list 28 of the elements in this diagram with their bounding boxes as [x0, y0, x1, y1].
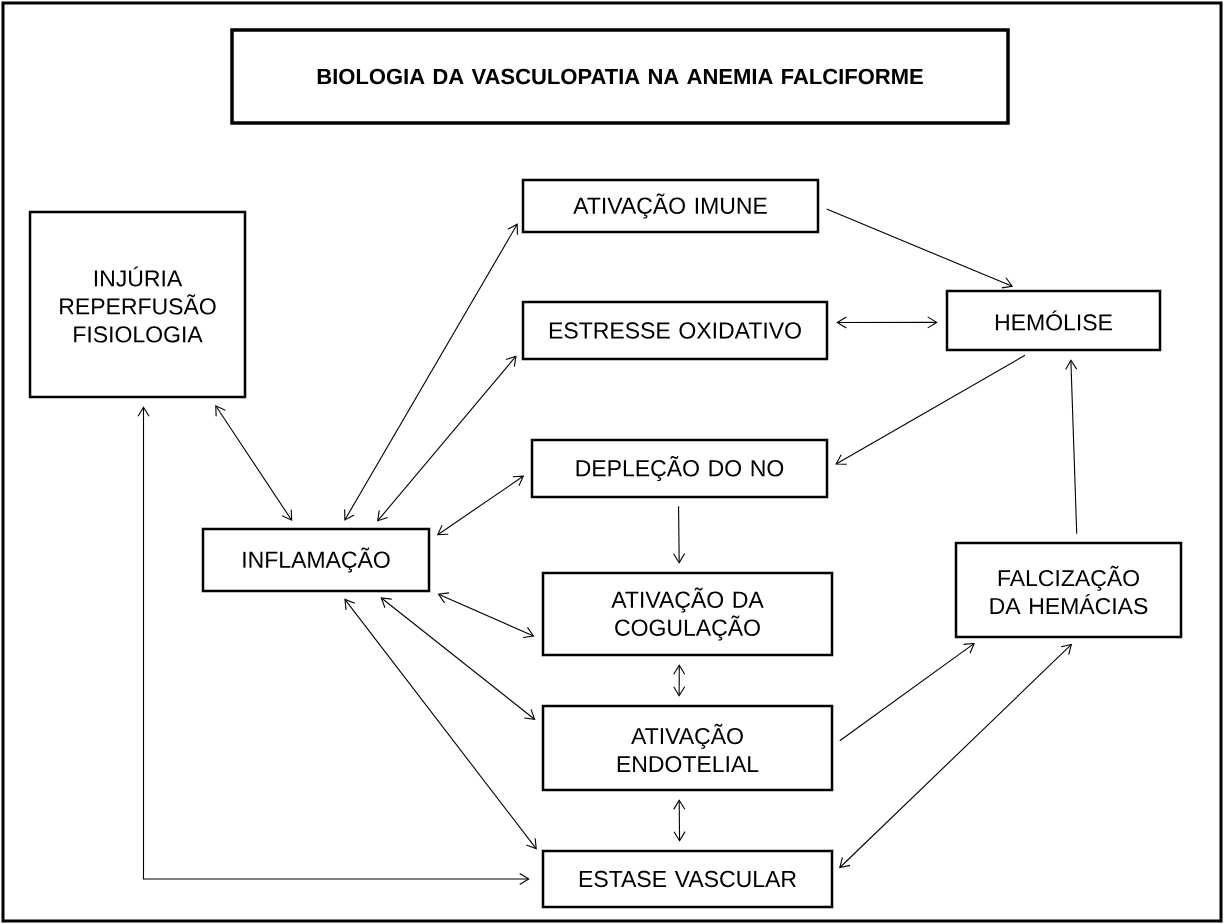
arrow	[1065, 359, 1078, 535]
process-box: INFLAMAÇÃO	[201, 527, 431, 593]
arrow	[835, 354, 1026, 465]
process-box: INJÚRIA REPERFUSÃO FISIOLOGIA	[28, 210, 247, 399]
arrow	[836, 316, 938, 329]
process-box: ATIVAÇÃO DA COGULAÇÃO	[541, 571, 834, 657]
process-box: HEMÓLISE	[945, 289, 1162, 352]
arrow	[673, 799, 686, 842]
arrow	[380, 597, 536, 720]
arrow	[436, 475, 525, 536]
arrow	[839, 642, 975, 742]
process-box: ESTASE VASCULAR	[541, 849, 834, 909]
arrow	[437, 592, 535, 638]
process-box: FALCIZAÇÃO DA HEMÁCIAS	[954, 541, 1183, 639]
arrow	[344, 598, 537, 850]
arrow	[839, 643, 1073, 869]
process-box: ATIVAÇÃO IMUNE	[521, 178, 820, 234]
arrow	[826, 208, 1014, 289]
arrow	[215, 404, 293, 522]
arrow	[137, 406, 530, 886]
arrow	[673, 505, 686, 564]
arrow	[673, 664, 686, 697]
process-box: ESTRESSE OXIDATIVO	[521, 300, 829, 361]
arrow	[377, 355, 517, 522]
arrow	[344, 223, 518, 521]
process-box: DEPLEÇÃO DO NO	[530, 438, 829, 499]
title-box: BIOLOGIA DA VASCULOPATIA NA ANEMIA FALCIFORME	[230, 28, 1010, 125]
process-box: ATIVAÇÃO ENDOTELIAL	[541, 704, 834, 792]
